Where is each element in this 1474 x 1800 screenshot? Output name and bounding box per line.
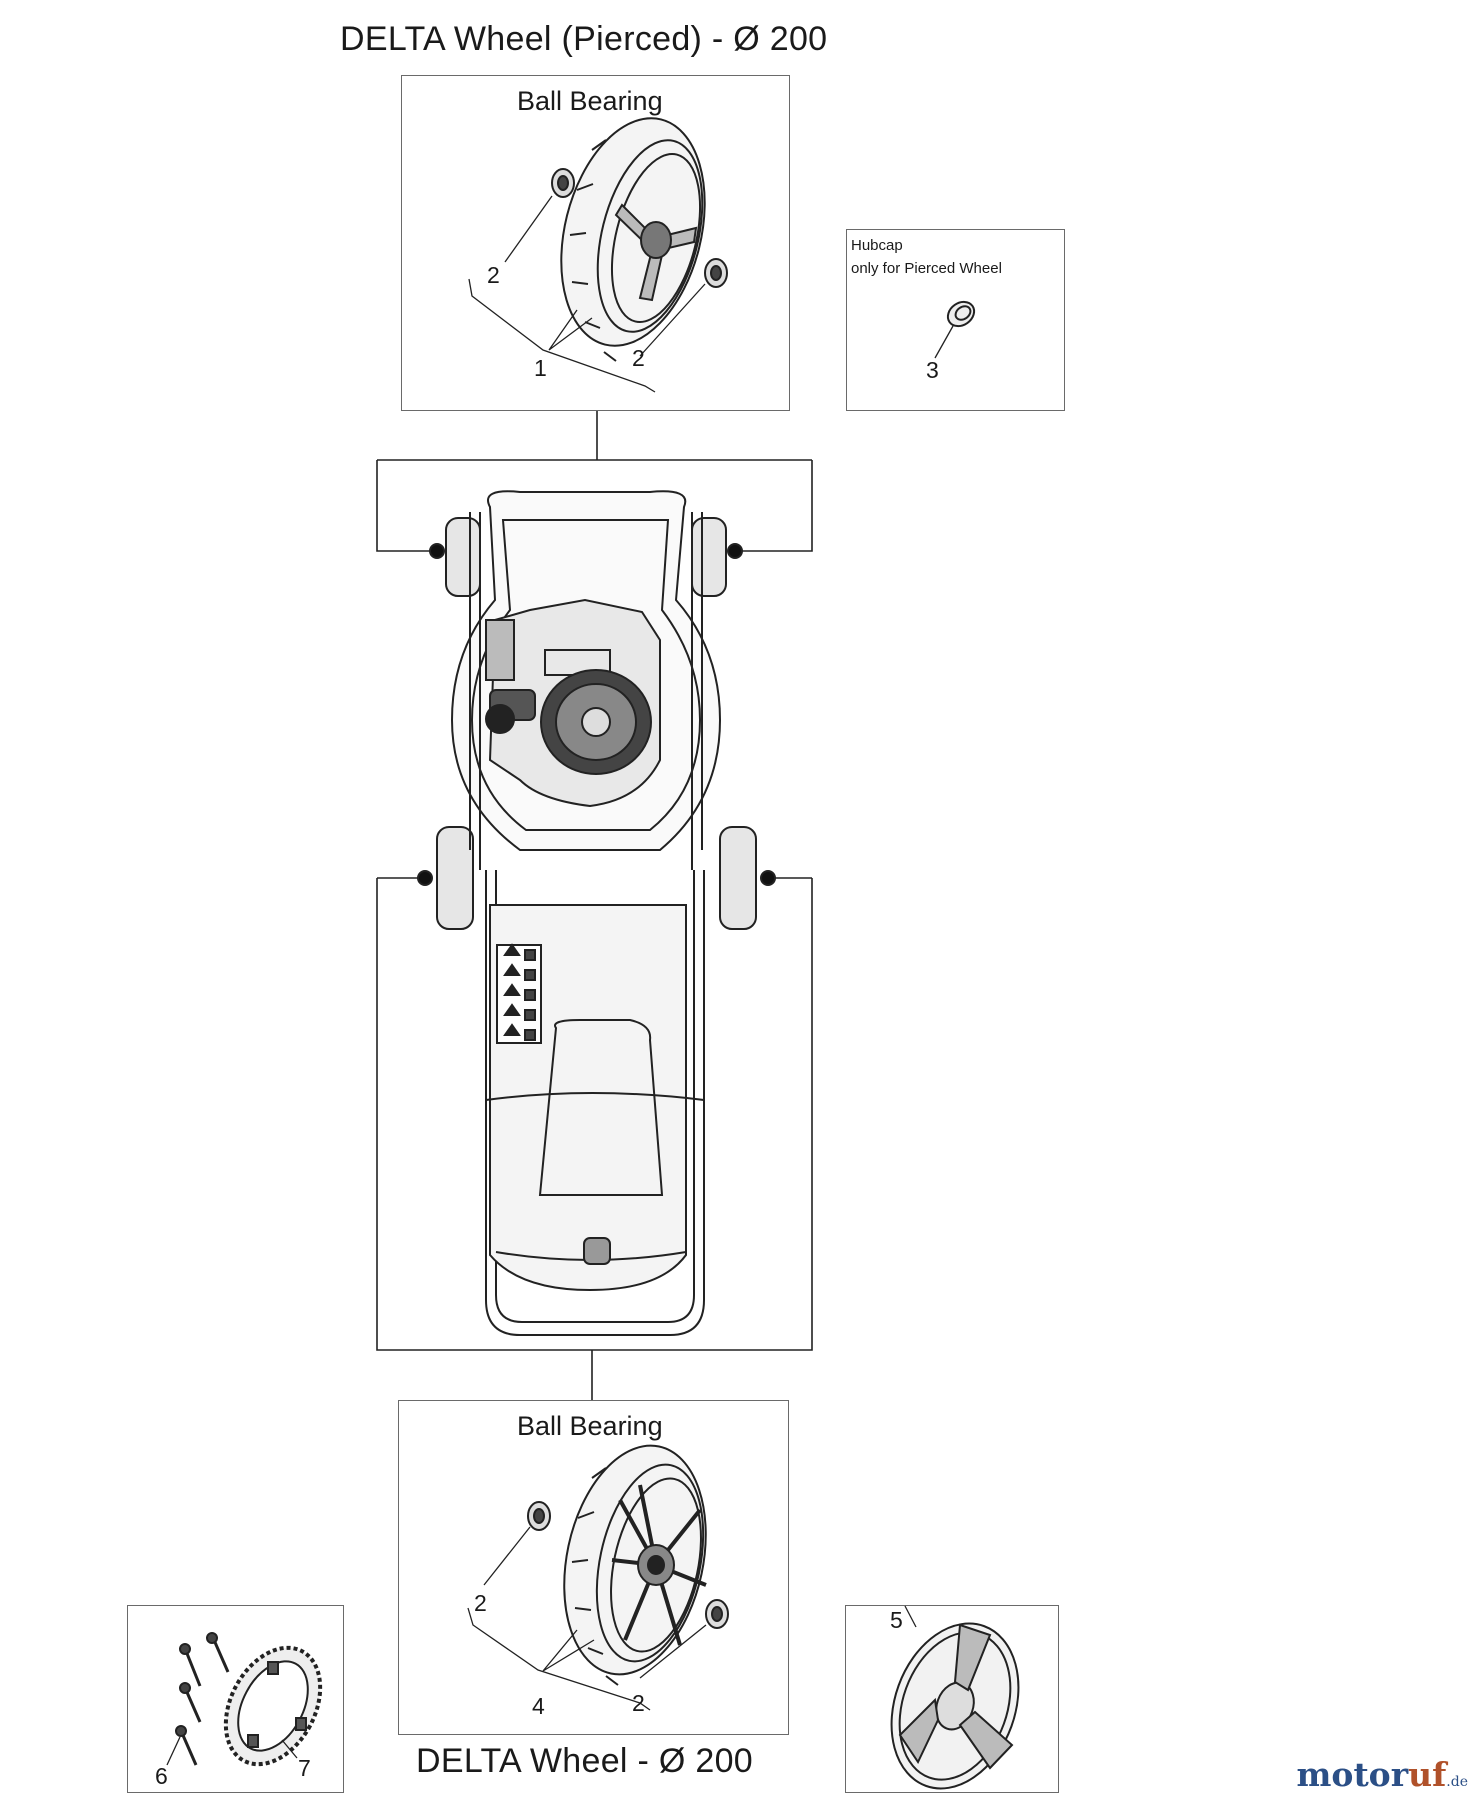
watermark-part1: motor	[1296, 1755, 1409, 1794]
watermark-part2: uf	[1408, 1755, 1447, 1794]
watermark-part3: .de	[1446, 1774, 1468, 1790]
callout-5: 5	[890, 1607, 903, 1633]
callout-1: 1	[534, 355, 547, 381]
ball-bearing-icon	[705, 1599, 729, 1629]
title-top: DELTA Wheel (Pierced) - Ø 200	[340, 20, 828, 58]
hubcap-label-line1: Hubcap	[851, 237, 903, 254]
callout-7: 7	[298, 1755, 311, 1781]
callout-2: 2	[632, 1690, 645, 1716]
callout-2: 2	[487, 262, 500, 288]
gear-ring-icon	[223, 1645, 323, 1767]
pierced-wheel-icon	[560, 117, 706, 362]
screw-icon	[175, 1632, 230, 1766]
callout-4: 4	[532, 1693, 545, 1719]
ball-bearing-icon	[551, 168, 575, 198]
ball-bearing-label-top: Ball Bearing	[517, 86, 663, 116]
hubcap-icon	[946, 300, 976, 328]
hubcap-label: Hubcap only for Pierced Wheel	[851, 234, 1002, 280]
motoruf-watermark: motoruf.de	[1297, 1755, 1468, 1794]
callout-6: 6	[155, 1763, 168, 1789]
callout-3: 3	[926, 357, 939, 383]
ball-bearing-label-bottom: Ball Bearing	[517, 1411, 663, 1441]
delta-wheel-icon	[563, 1444, 707, 1686]
title-bottom: DELTA Wheel - Ø 200	[416, 1742, 754, 1780]
ball-bearing-icon	[527, 1501, 551, 1531]
ball-bearing-icon	[704, 258, 728, 288]
wheel-cover-icon	[890, 1622, 1020, 1790]
lawn-mower-icon	[436, 490, 757, 1336]
hubcap-label-line2: only for Pierced Wheel	[851, 260, 1002, 277]
callout-2: 2	[474, 1590, 487, 1616]
callout-2: 2	[632, 345, 645, 371]
